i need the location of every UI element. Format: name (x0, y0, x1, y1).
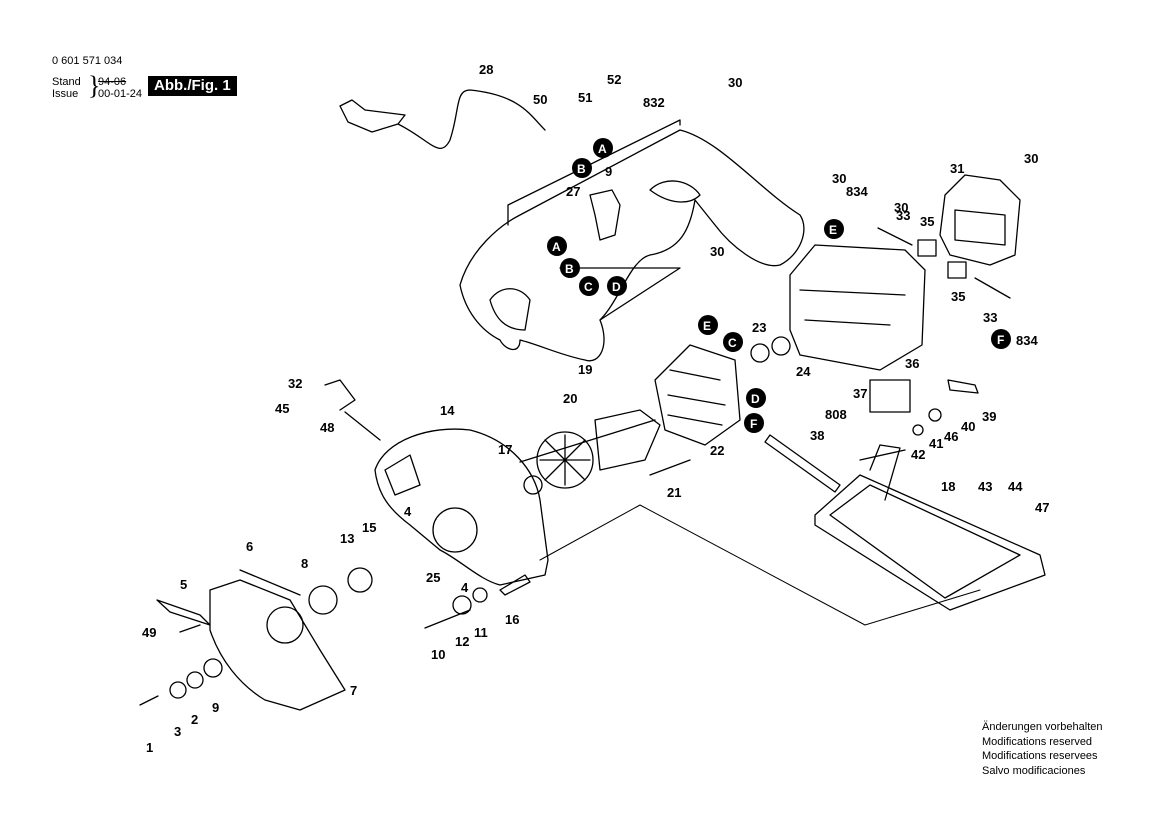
part-label-11: 11 (474, 625, 488, 640)
part-label-44: 44 (1008, 479, 1023, 494)
part-label-46: 46 (944, 429, 958, 444)
part-label-3: 3 (174, 724, 181, 739)
part-label-9a: 9 (212, 700, 219, 715)
housing-half-drawing (459, 129, 805, 362)
part-label-9b: 9 (605, 164, 612, 179)
part-label-2: 2 (191, 712, 198, 727)
part-label-38: 38 (810, 428, 824, 443)
part-label-21: 21 (667, 485, 681, 500)
note-line: Modifications reservees (982, 750, 1098, 762)
part-label-4a: 4 (404, 504, 412, 519)
note-line: Änderungen vorbehalten (982, 721, 1103, 733)
issue-label: Issue (52, 88, 79, 100)
key-marker-e1: E (703, 319, 711, 333)
part-label-27: 27 (566, 184, 580, 199)
part-label-28: 28 (479, 62, 493, 77)
key-marker-f2: F (997, 333, 1004, 347)
part-label-20: 20 (563, 391, 577, 406)
issue-value: 00-01-24 (98, 88, 143, 100)
part-label-1: 1 (146, 740, 153, 755)
part-label-37: 37 (853, 386, 867, 401)
cord-drawing (339, 89, 546, 149)
part-label-808: 808 (825, 407, 847, 422)
part-label-19: 19 (578, 362, 592, 377)
key-marker-b1: B (577, 162, 586, 176)
part-label-35b: 35 (951, 289, 965, 304)
part-label-14: 14 (440, 403, 455, 418)
upper-guard-drawing (374, 428, 549, 586)
part-label-10: 10 (431, 647, 445, 662)
part-label-33b: 33 (983, 310, 997, 325)
stator-drawing (654, 344, 741, 446)
key-marker-a1: A (598, 142, 607, 156)
key-marker-a2: A (552, 240, 561, 254)
part-label-7: 7 (350, 683, 357, 698)
key-marker-e2: E (829, 223, 837, 237)
part-label-24: 24 (796, 364, 811, 379)
part-label-15: 15 (362, 520, 376, 535)
part-label-5: 5 (180, 577, 187, 592)
part-label-17: 17 (498, 442, 512, 457)
part-label-4b: 4 (461, 580, 469, 595)
part-label-33a: 33 (896, 208, 910, 223)
part-label-30c: 30 (710, 244, 724, 259)
part-label-8: 8 (301, 556, 308, 571)
part-label-832: 832 (643, 95, 665, 110)
part-label-834b: 834 (1016, 333, 1038, 348)
part-label-18: 18 (941, 479, 955, 494)
lower-guard-drawing (209, 579, 346, 711)
part-label-36: 36 (905, 356, 919, 371)
part-label-49: 49 (142, 625, 156, 640)
part-label-47: 47 (1035, 500, 1049, 515)
part-label-13: 13 (340, 531, 354, 546)
armature-drawing (594, 409, 661, 471)
part-label-12: 12 (455, 634, 469, 649)
note-line: Salvo modificaciones (982, 764, 1086, 777)
key-marker-c2: C (728, 336, 737, 350)
part-label-22: 22 (710, 443, 724, 458)
part-label-32: 32 (288, 376, 302, 391)
brace-glyph: } (88, 71, 101, 100)
part-label-48: 48 (320, 420, 334, 435)
part-label-45: 45 (275, 401, 289, 416)
key-marker-c1: C (584, 280, 593, 294)
key-marker-d1: D (612, 280, 621, 294)
note-line: Modifications reserved (982, 735, 1093, 748)
part-number: 0 601 571 034 (52, 55, 123, 67)
part-label-42: 42 (911, 447, 925, 462)
part-label-52: 52 (607, 72, 621, 87)
part-label-30d: 30 (1024, 151, 1038, 166)
part-label-25: 25 (426, 570, 440, 585)
part-label-39: 39 (982, 409, 996, 424)
part-label-16: 16 (505, 612, 519, 627)
part-label-51: 51 (578, 90, 592, 105)
switch-drawing (589, 189, 621, 241)
motor-housing-drawing (789, 244, 926, 371)
key-marker-d2: D (751, 392, 760, 406)
part-label-6: 6 (246, 539, 253, 554)
part-label-30e: 30 (894, 200, 908, 215)
part-label-30a: 30 (728, 75, 742, 90)
notes-block: Änderungen vorbehalten Modifications res… (982, 720, 1102, 778)
key-marker-b2: B (565, 262, 574, 276)
part-label-31: 31 (950, 161, 964, 176)
part-label-50: 50 (533, 92, 547, 107)
figure-badge: Abb./Fig. 1 (148, 76, 237, 96)
base-plate-drawing (814, 474, 1046, 611)
key-marker-f1: F (750, 417, 757, 431)
part-label-35a: 35 (920, 214, 934, 229)
part-label-43: 43 (978, 479, 992, 494)
part-label-30b: 30 (832, 171, 846, 186)
brush-cover-drawing (939, 174, 1021, 266)
part-label-40: 40 (961, 419, 975, 434)
part-label-23: 23 (752, 320, 766, 335)
part-label-41: 41 (929, 436, 943, 451)
part-label-834a: 834 (846, 184, 868, 199)
stand-label: Stand (52, 76, 81, 88)
stand-value: 94-06 (98, 76, 127, 88)
